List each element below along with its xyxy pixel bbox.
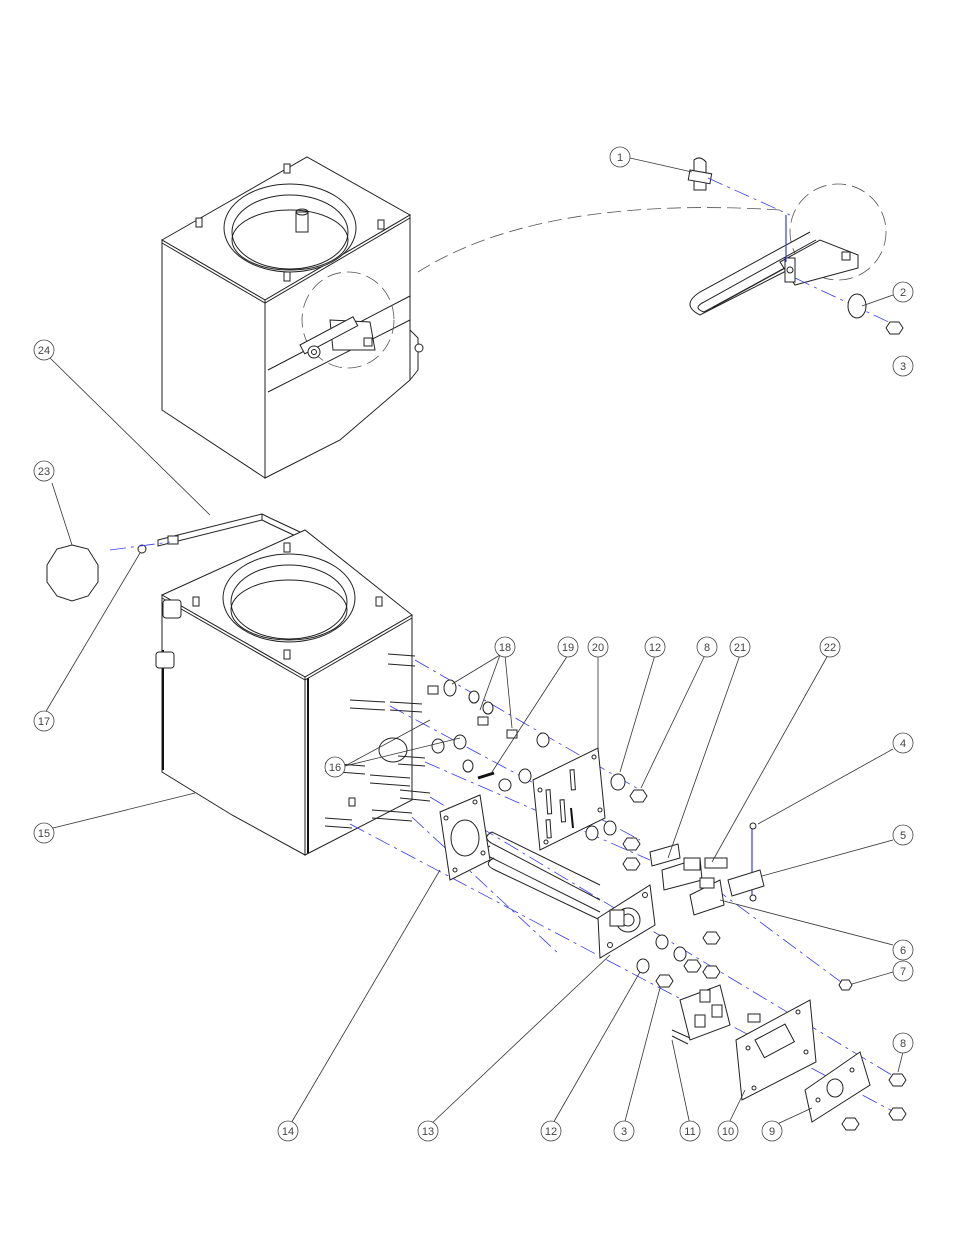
callout-20: 20 <box>588 637 608 657</box>
explode-axes <box>350 660 900 1115</box>
callout-22: 22 <box>820 637 840 657</box>
svg-text:24: 24 <box>38 345 50 357</box>
svg-text:18: 18 <box>499 642 511 654</box>
svg-text:5: 5 <box>900 830 906 842</box>
svg-text:6: 6 <box>900 945 906 957</box>
svg-text:19: 19 <box>562 642 574 654</box>
svg-text:3: 3 <box>621 1126 627 1138</box>
lower-tank <box>156 530 430 855</box>
callout-18: 18 <box>495 637 515 657</box>
callout-23: 23 <box>34 461 54 481</box>
detail-link-arc <box>418 208 780 272</box>
callout-19: 19 <box>558 637 578 657</box>
svg-text:3: 3 <box>900 361 906 373</box>
callout-8-top: 8 <box>697 637 717 657</box>
washer-part-2 <box>848 294 866 318</box>
svg-text:17: 17 <box>38 716 50 728</box>
callout-7: 7 <box>893 961 913 981</box>
svg-text:10: 10 <box>722 1126 734 1138</box>
svg-text:13: 13 <box>422 1126 434 1138</box>
svg-text:15: 15 <box>38 828 50 840</box>
svg-text:4: 4 <box>900 738 906 750</box>
callout-3-upper: 3 <box>893 356 913 376</box>
svg-text:14: 14 <box>282 1126 294 1138</box>
svg-text:20: 20 <box>592 642 604 654</box>
svg-text:16: 16 <box>329 762 341 774</box>
callout-11: 11 <box>680 1121 700 1141</box>
svg-text:9: 9 <box>769 1126 775 1138</box>
callout-3-bottom: 3 <box>614 1121 634 1141</box>
callout-12-top: 12 <box>645 637 665 657</box>
gasket-part-14 <box>440 795 490 880</box>
callout-5: 5 <box>893 825 913 845</box>
callout-15: 15 <box>34 823 54 843</box>
svg-text:7: 7 <box>900 966 906 978</box>
svg-text:21: 21 <box>734 642 746 654</box>
callout-16: 16 <box>325 757 345 777</box>
callout-4: 4 <box>893 733 913 753</box>
svg-text:2: 2 <box>900 287 906 299</box>
svg-text:8: 8 <box>704 642 710 654</box>
nut-part-3-upper <box>886 322 903 334</box>
callout-9: 9 <box>762 1121 782 1141</box>
float-ball <box>47 545 98 601</box>
callout-14: 14 <box>278 1121 298 1141</box>
switch-parts <box>650 823 852 990</box>
svg-text:22: 22 <box>824 642 836 654</box>
switch-block-part-5 <box>728 870 764 896</box>
callout-10: 10 <box>718 1121 738 1141</box>
callout-6: 6 <box>893 940 913 960</box>
callout-8-right: 8 <box>893 1033 913 1053</box>
heating-element-part-13 <box>484 832 655 958</box>
svg-text:12: 12 <box>545 1126 557 1138</box>
svg-text:8: 8 <box>900 1038 906 1050</box>
callout-2: 2 <box>893 282 913 302</box>
callout-13: 13 <box>418 1121 438 1141</box>
callout-21: 21 <box>730 637 750 657</box>
callout-17: 17 <box>34 711 54 731</box>
upper-tank-assembled <box>162 157 423 478</box>
svg-text:23: 23 <box>38 466 50 478</box>
svg-text:12: 12 <box>649 642 661 654</box>
element-bracket-detail <box>688 158 886 315</box>
callout-12-bottom: 12 <box>541 1121 561 1141</box>
svg-text:11: 11 <box>684 1126 695 1138</box>
svg-text:1: 1 <box>617 152 623 164</box>
callout-24: 24 <box>34 340 54 360</box>
callout-1: 1 <box>610 147 630 167</box>
